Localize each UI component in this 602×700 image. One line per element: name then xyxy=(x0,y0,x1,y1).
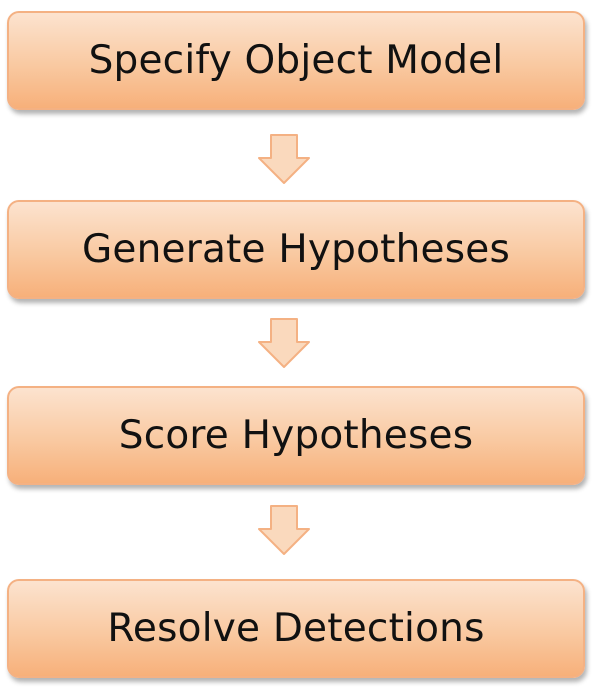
step-label: Score Hypotheses xyxy=(118,413,474,458)
down-arrow-icon xyxy=(258,505,310,555)
down-arrow-icon xyxy=(258,318,310,368)
step-box-specify-object-model: Specify Object Model xyxy=(7,11,585,110)
down-arrow-icon xyxy=(258,134,310,184)
step-label: Resolve Detections xyxy=(107,606,485,651)
step-label: Specify Object Model xyxy=(88,38,504,83)
step-label: Generate Hypotheses xyxy=(81,227,510,272)
step-box-generate-hypotheses: Generate Hypotheses xyxy=(7,200,585,299)
step-box-resolve-detections: Resolve Detections xyxy=(7,579,585,678)
step-box-score-hypotheses: Score Hypotheses xyxy=(7,386,585,485)
